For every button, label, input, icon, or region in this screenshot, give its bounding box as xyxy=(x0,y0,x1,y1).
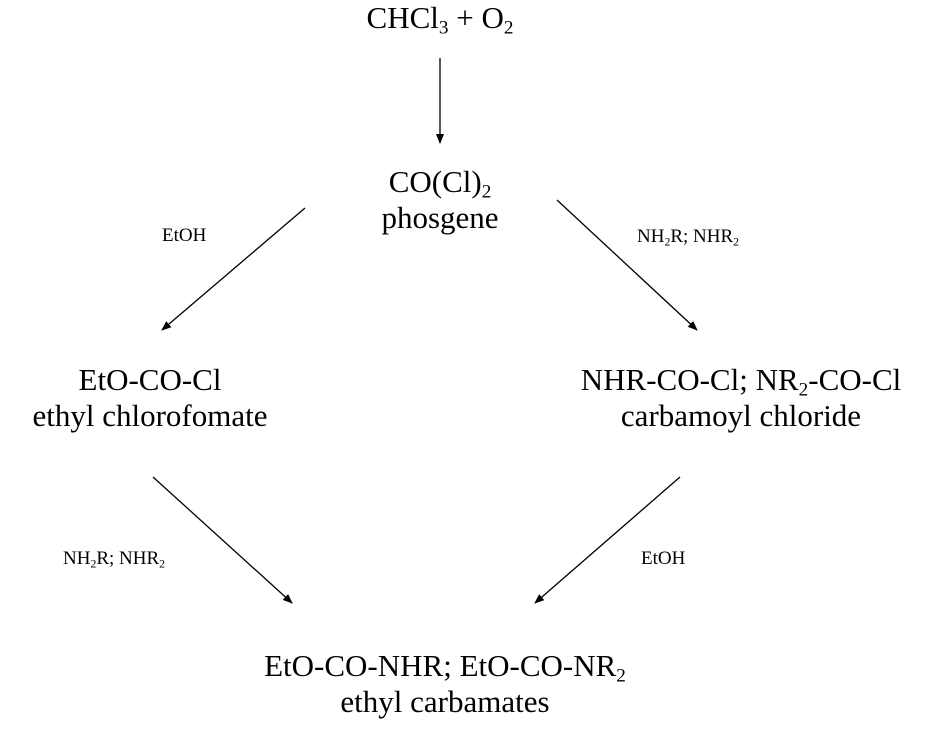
reagent-sub: 2 xyxy=(664,235,671,249)
carbamoyl-formula: NHR-CO-Cl; NR2-CO-Cl xyxy=(545,362,937,401)
start-reactants: CHCl3 + O2 xyxy=(290,0,590,39)
carbamoyl-formula-part: NHR-CO-Cl; NR xyxy=(580,362,799,397)
arrow-chloroformate-to-carbamates xyxy=(152,476,293,604)
reagent-part: R; NHR xyxy=(96,548,160,569)
reagent-part: NH xyxy=(637,226,665,247)
start-formula-part: + O xyxy=(448,0,504,35)
carbamoyl-formula-sub: 2 xyxy=(798,379,809,401)
reagent-phosgene-to-carbamoyl: NH2R; NHR2 xyxy=(637,226,739,248)
start-formula-sub: 2 xyxy=(503,17,514,39)
carbamates-formula-part: EtO-CO-NHR; EtO-CO-NR xyxy=(264,648,617,683)
arrow-phosgene-to-carbamoyl xyxy=(556,199,698,331)
carbamoyl-formula-part: -CO-Cl xyxy=(808,362,902,397)
chloroformate-node: EtO-CO-Cl ethyl chlorofomate xyxy=(0,362,300,433)
arrow-carbamoyl-to-carbamates xyxy=(534,476,681,604)
carbamates-formula: EtO-CO-NHR; EtO-CO-NR2 xyxy=(200,648,690,687)
start-formula: CHCl3 + O2 xyxy=(290,0,590,39)
carbamoyl-node: NHR-CO-Cl; NR2-CO-Cl carbamoyl chloride xyxy=(545,362,937,433)
reagent-part: R; NHR xyxy=(670,226,734,247)
carbamates-node: EtO-CO-NHR; EtO-CO-NR2 ethyl carbamates xyxy=(200,648,690,719)
reagent-sub: 2 xyxy=(90,557,97,571)
reagent-carbamoyl-to-carbamates: EtOH xyxy=(641,548,686,569)
phosgene-node: CO(Cl)2 phosgene xyxy=(300,164,580,235)
reagent-sub: 2 xyxy=(159,557,166,571)
phosgene-name: phosgene xyxy=(381,199,499,235)
carbamates-name: ethyl carbamates xyxy=(340,683,550,719)
reagent-chloroformate-to-carbamates: NH2R; NHR2 xyxy=(63,548,165,570)
start-formula-sub: 3 xyxy=(438,17,449,39)
phosgene-formula-part: CO(Cl) xyxy=(388,164,482,199)
carbamates-formula-sub: 2 xyxy=(616,665,626,687)
arrow-phosgene-to-chloroformate xyxy=(161,207,306,331)
reagent-part: NH xyxy=(63,548,91,569)
phosgene-formula: CO(Cl)2 xyxy=(300,164,580,203)
carbamoyl-name: carbamoyl chloride xyxy=(620,397,862,433)
reagent-phosgene-to-chloroformate: EtOH xyxy=(162,225,207,246)
chloroformate-name: ethyl chlorofomate xyxy=(32,397,268,433)
chloroformate-formula: EtO-CO-Cl xyxy=(78,362,222,397)
reagent-sub: 2 xyxy=(733,235,740,249)
phosgene-formula-sub: 2 xyxy=(481,181,492,203)
start-formula-part: CHCl xyxy=(366,0,439,35)
